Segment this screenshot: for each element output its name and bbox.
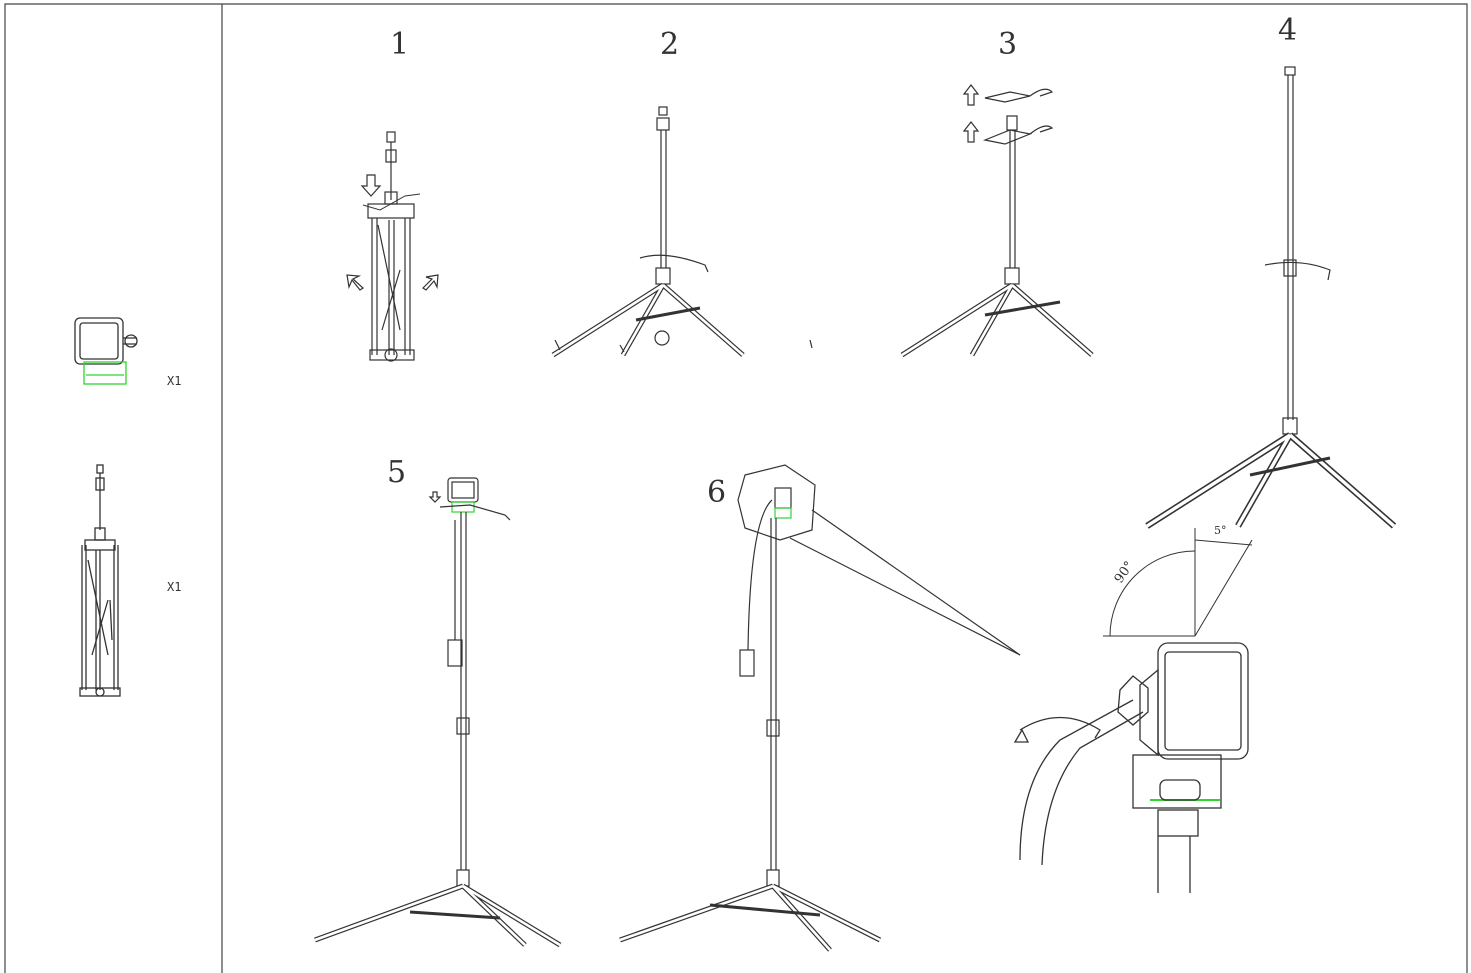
step1-figure <box>362 131 421 362</box>
step4-figure <box>1147 66 1394 526</box>
arrow-down-icon <box>360 174 382 197</box>
tripod-icon <box>79 464 121 697</box>
floodlight-icon <box>74 317 138 385</box>
back-tilt-angle-label: 5° <box>1214 524 1227 537</box>
arrow-up-icon <box>962 84 980 143</box>
step-number-1: 1 <box>390 27 410 62</box>
frame <box>4 3 1468 973</box>
step3-figure <box>902 88 1092 355</box>
floodlight-quantity: X1 <box>167 374 182 388</box>
step-number-3: 3 <box>998 27 1018 62</box>
step5-figure <box>314 477 562 948</box>
angle-diagram <box>1103 528 1253 637</box>
step-number-2: 2 <box>660 27 680 62</box>
detail-light <box>1013 642 1249 893</box>
step2-figure <box>553 106 813 355</box>
outward-arrow-icon <box>346 274 439 291</box>
step-number-4: 4 <box>1278 13 1298 48</box>
step6-figure <box>619 464 1021 952</box>
tripod-quantity: X1 <box>167 580 182 594</box>
step-number-5: 5 <box>387 455 407 490</box>
step-number-6: 6 <box>707 475 727 510</box>
